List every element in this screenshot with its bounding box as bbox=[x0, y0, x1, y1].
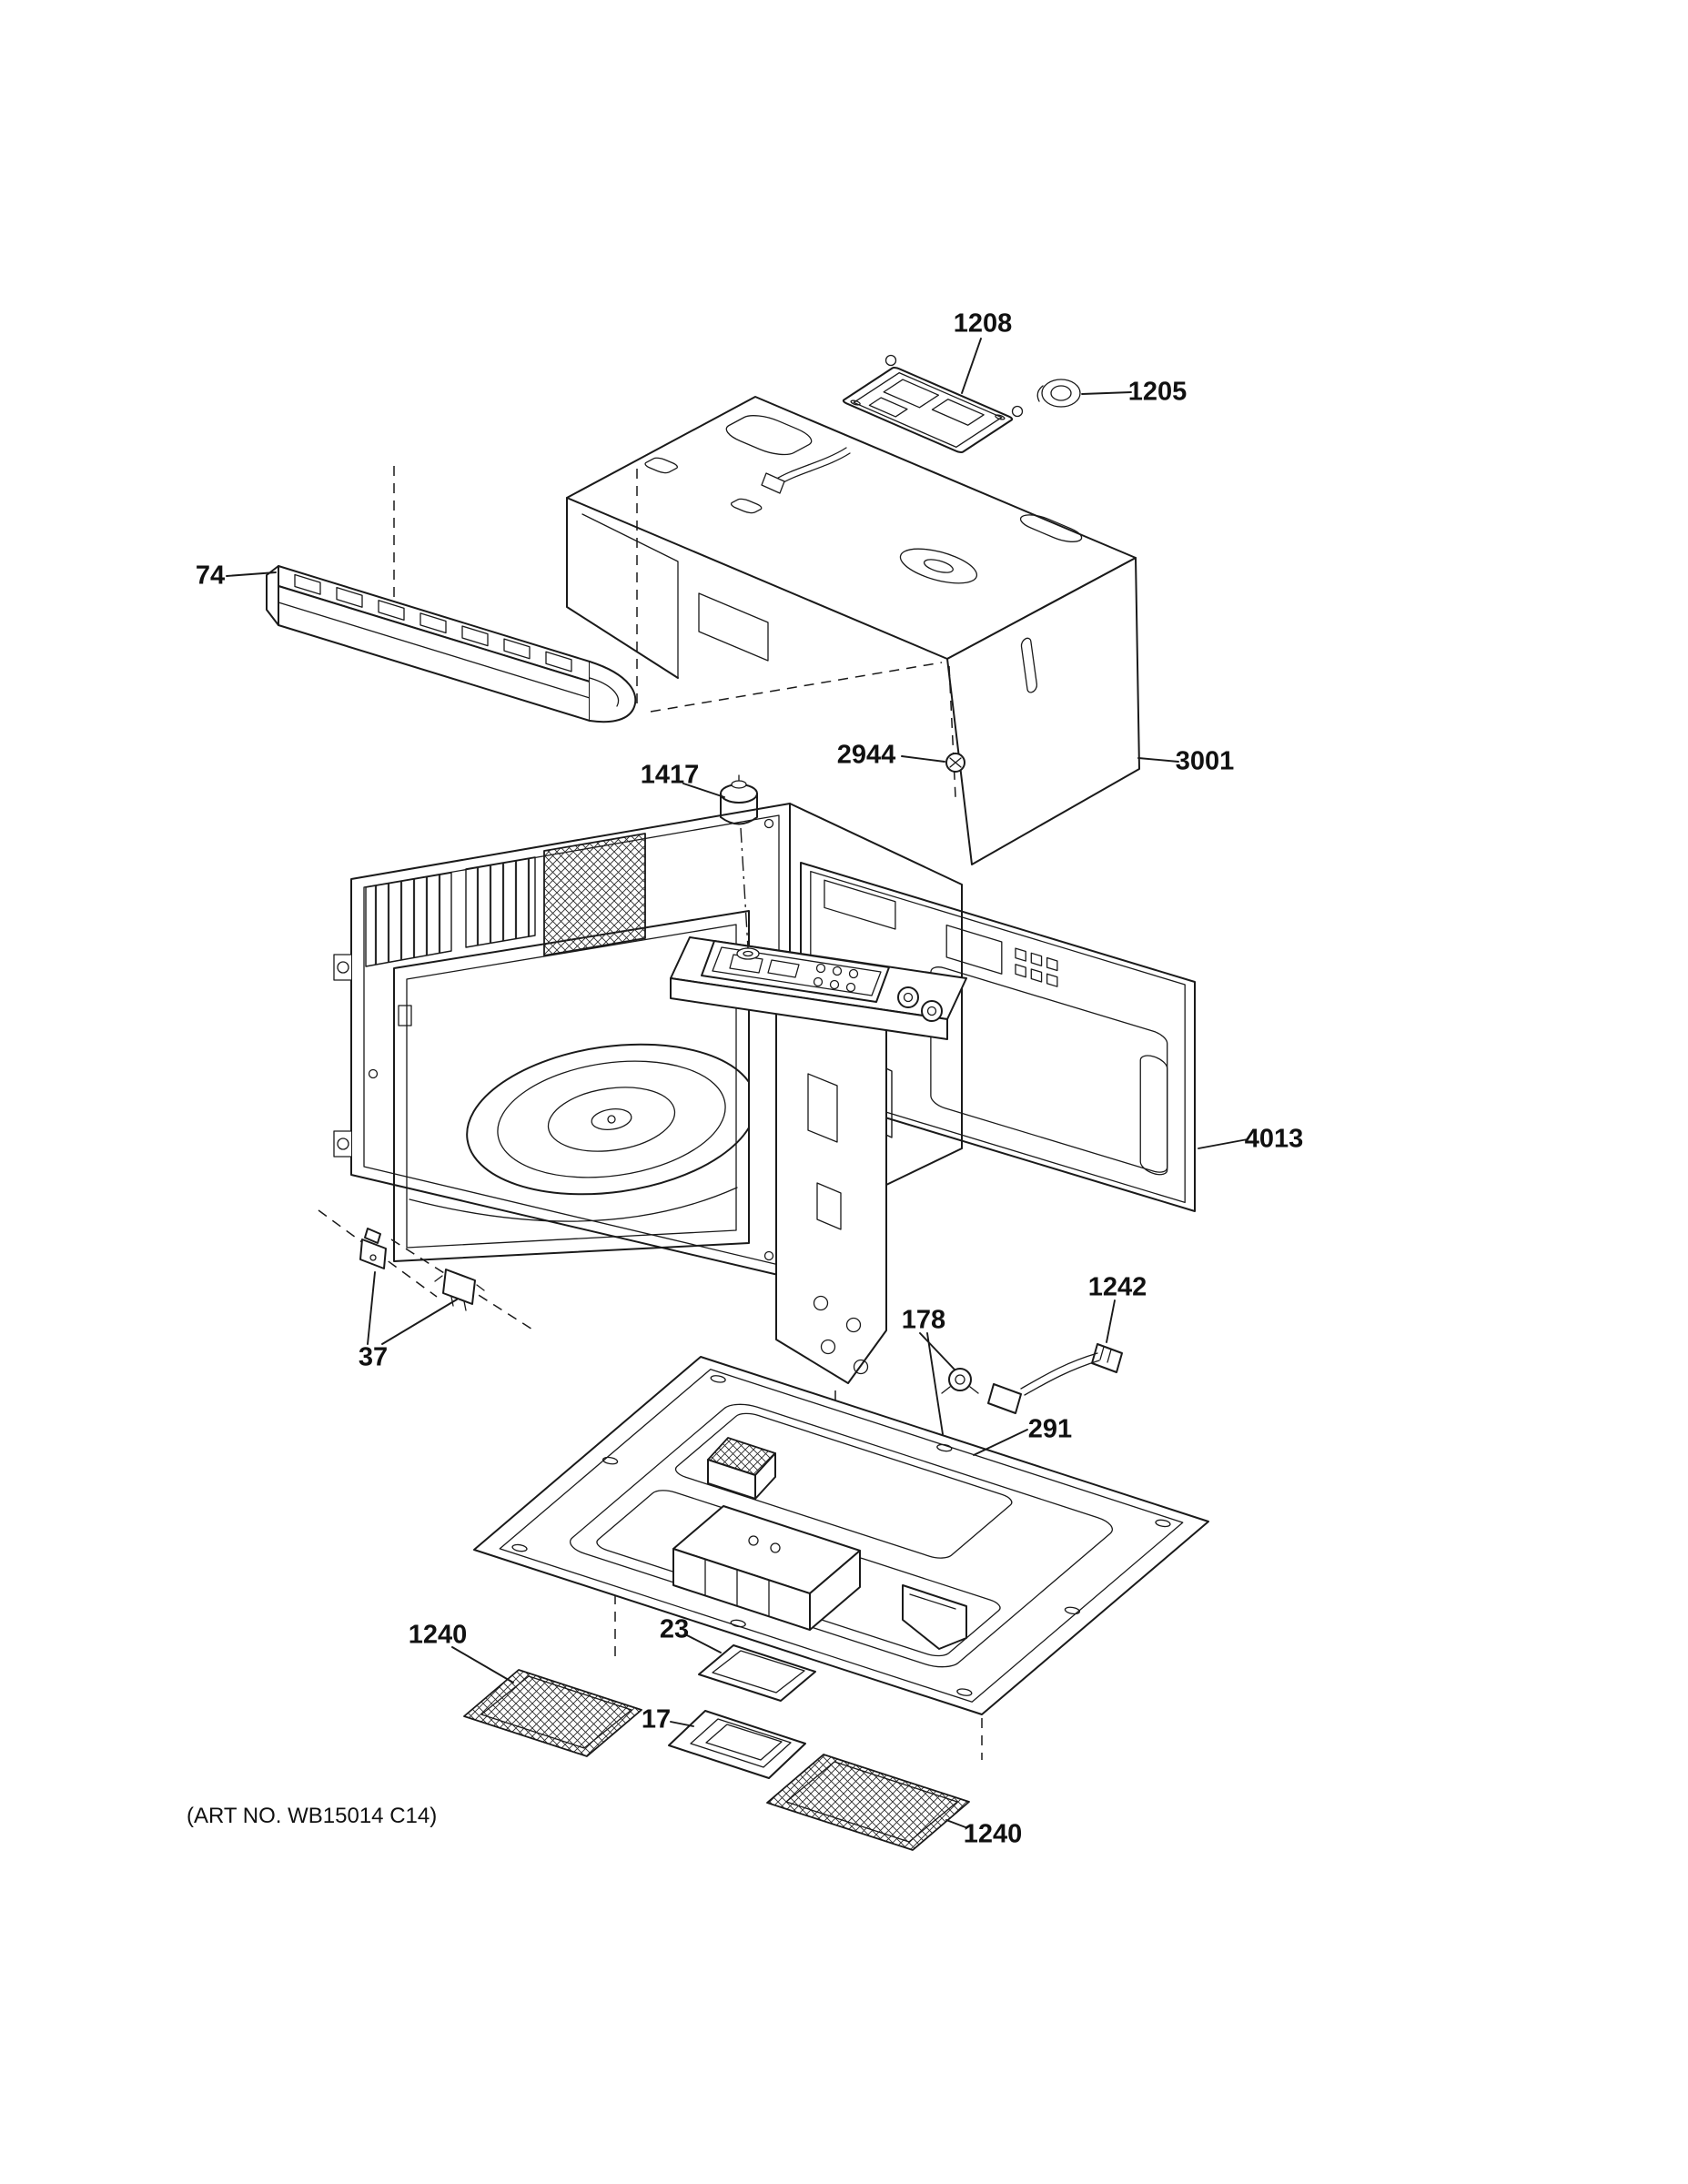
art-number: (ART NO. WB15014 C14) bbox=[187, 1804, 438, 1828]
case-top-cutouts bbox=[639, 399, 1088, 603]
outer-case-part-3001 bbox=[567, 397, 1139, 864]
callout-label-3001: 3001 bbox=[1175, 746, 1235, 776]
interlock-switches-part-37 bbox=[360, 1228, 484, 1310]
callout-label-1240-left: 1240 bbox=[408, 1620, 468, 1650]
cable-connector bbox=[762, 473, 784, 493]
front-vent-slots bbox=[466, 857, 535, 947]
thermostat-part-178 bbox=[940, 1369, 979, 1444]
front-vent-slots bbox=[366, 873, 451, 966]
callout-label-1205: 1205 bbox=[1127, 377, 1188, 407]
board-screw bbox=[886, 356, 896, 366]
callout-label-291: 291 bbox=[1027, 1414, 1073, 1444]
callout-label-4013: 4013 bbox=[1244, 1124, 1304, 1154]
callout-label-1208: 1208 bbox=[953, 308, 1013, 339]
callout-label-74: 74 bbox=[195, 561, 226, 591]
grommet-part-1205 bbox=[1037, 379, 1080, 407]
callout-label-23: 23 bbox=[659, 1614, 690, 1644]
callout-leader-lines bbox=[227, 339, 1248, 1827]
callout-label-2944: 2944 bbox=[836, 740, 896, 770]
grease-filter-part-1240-left bbox=[464, 1670, 642, 1756]
board-screw bbox=[1013, 407, 1023, 417]
base-plate-assembly bbox=[474, 1357, 1208, 1714]
lamp-lens-part-23 bbox=[699, 1645, 815, 1701]
vent-grille-part-74 bbox=[267, 566, 635, 722]
relay-box bbox=[708, 1438, 775, 1499]
callout-label-1417: 1417 bbox=[640, 760, 700, 790]
oven-cavity-assembly bbox=[334, 804, 962, 1383]
assembly-guide-lines bbox=[318, 466, 982, 1760]
callout-label-17: 17 bbox=[641, 1704, 672, 1734]
turntable-motor-part-1417 bbox=[721, 775, 759, 959]
screw-part-2944 bbox=[946, 753, 965, 772]
callout-label-178: 178 bbox=[901, 1305, 946, 1335]
grease-filter-part-1240-right bbox=[767, 1754, 969, 1850]
callout-label-37: 37 bbox=[358, 1342, 389, 1372]
waveguide-grille bbox=[544, 834, 645, 956]
callout-label-1242: 1242 bbox=[1087, 1272, 1147, 1302]
mounting-bracket bbox=[903, 1585, 966, 1649]
turntable bbox=[409, 1027, 766, 1222]
transformer bbox=[673, 1506, 860, 1630]
lamp-frame-part-17 bbox=[669, 1711, 805, 1778]
callout-label-1240-right: 1240 bbox=[963, 1819, 1023, 1849]
wire-harness-part-1242 bbox=[988, 1344, 1122, 1413]
control-board-part-1208 bbox=[842, 356, 1023, 454]
case-side-slot bbox=[1021, 636, 1037, 694]
